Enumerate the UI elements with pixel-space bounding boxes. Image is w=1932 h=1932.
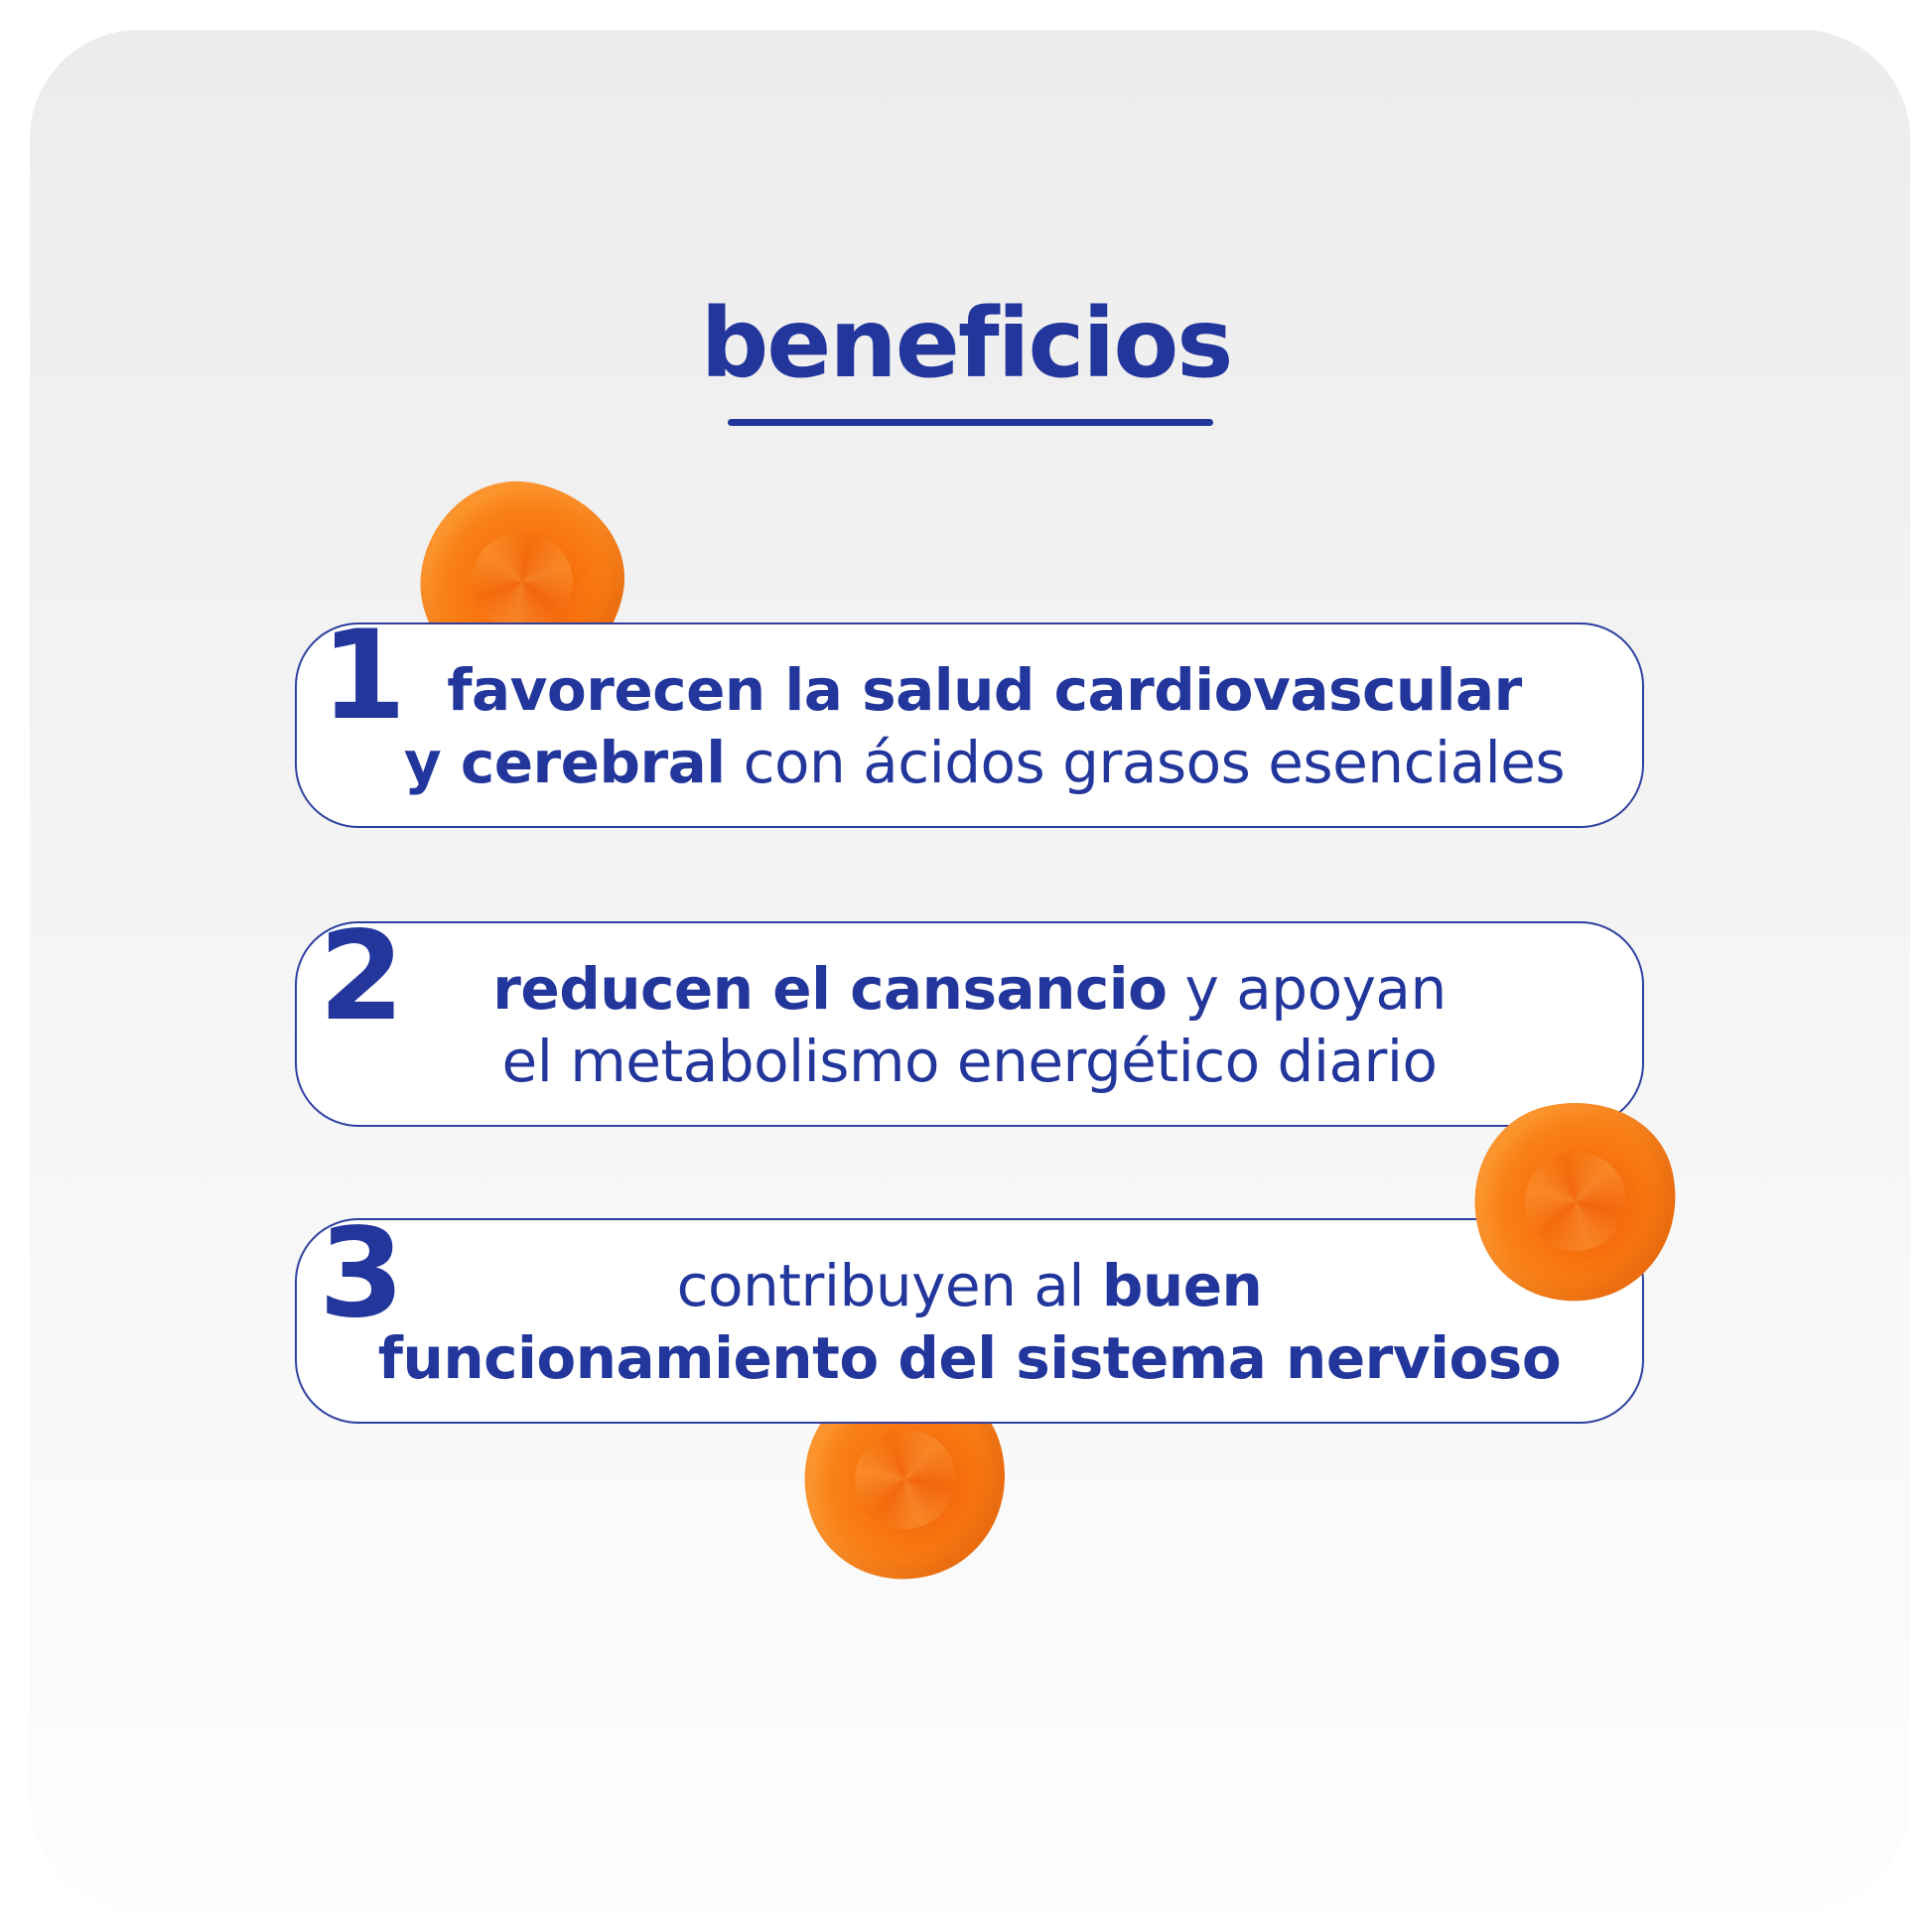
benefit-number: 2 (319, 905, 405, 1048)
text-segment: y cerebral (403, 729, 726, 796)
benefit-number: 3 (319, 1202, 405, 1345)
benefit-text: reducen el cansancio y apoyan el metabol… (297, 953, 1642, 1098)
text-segment: funcionamiento del sistema nervioso (377, 1324, 1562, 1392)
benefit-number: 1 (321, 605, 407, 748)
benefit-text: contribuyen al buen funcionamiento del s… (297, 1250, 1642, 1395)
text-segment: favorecen la salud cardiovascular (447, 656, 1522, 724)
text-segment: reducen el cansancio (492, 955, 1168, 1023)
text-segment: buen (1101, 1252, 1263, 1319)
benefit-card-2: 2 reducen el cansancio y apoyan el metab… (295, 915, 1644, 1127)
text-segment: con ácidos grasos esenciales (725, 729, 1566, 796)
benefit-text: favorecen la salud cardiovascular y cere… (297, 654, 1642, 799)
text-segment: el metabolismo energético diario (501, 1028, 1438, 1095)
benefit-card-1: 1 favorecen la salud cardiovascular y ce… (295, 615, 1644, 828)
title-underline (728, 419, 1213, 426)
page-title: beneficios (700, 288, 1234, 399)
benefit-card-3: 3 contribuyen al buen funcionamiento del… (295, 1212, 1644, 1424)
text-segment: y apoyan (1167, 955, 1447, 1023)
text-segment: contribuyen al (676, 1252, 1102, 1319)
